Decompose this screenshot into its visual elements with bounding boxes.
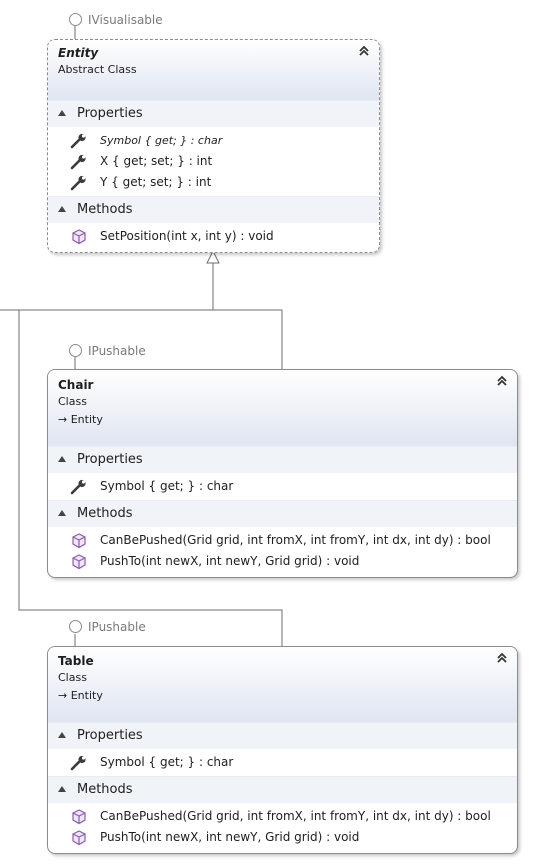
method-item[interactable]: CanBePushed(Grid grid, int fromX, int fr… [48, 806, 517, 827]
wrench-icon [70, 133, 86, 149]
triangle-expander-icon [58, 206, 66, 212]
property-item[interactable]: Y { get; set; } : int [48, 172, 379, 193]
method-text: PushTo(int newX, int newY, Grid grid) : … [100, 554, 360, 568]
property-item[interactable]: Symbol { get; } : char [48, 130, 379, 151]
methods-list: SetPosition(int x, int y) : void [48, 223, 379, 250]
property-item[interactable]: Symbol { get; } : char [48, 752, 517, 773]
method-text: SetPosition(int x, int y) : void [100, 229, 274, 243]
section-label: Properties [77, 452, 143, 467]
class-header[interactable]: Entity Abstract Class [48, 40, 379, 100]
double-chevron-up-icon[interactable] [495, 374, 509, 388]
methods-list: CanBePushed(Grid grid, int fromX, int fr… [48, 803, 517, 851]
class-box-chair[interactable]: Chair Class → Entity Properties Symbol {… [47, 369, 518, 578]
cube-icon [72, 533, 86, 549]
base-class-label: → Entity [58, 413, 103, 426]
lollipop-icon [69, 13, 82, 26]
cube-icon [72, 554, 86, 570]
section-label: Methods [77, 782, 133, 797]
properties-list: Symbol { get; } : char X { get; set; } :… [48, 127, 379, 196]
property-text: X { get; set; } : int [100, 154, 213, 168]
class-kind: Class [58, 395, 87, 408]
chair-inheritance-line [212, 262, 283, 369]
wrench-icon [70, 479, 86, 495]
class-box-table[interactable]: Table Class → Entity Properties Symbol {… [47, 646, 518, 854]
interface-label: IVisualisable [88, 13, 163, 27]
property-item[interactable]: X { get; set; } : int [48, 151, 379, 172]
method-text: PushTo(int newX, int newY, Grid grid) : … [100, 830, 360, 844]
triangle-expander-icon [58, 786, 66, 792]
section-label: Methods [77, 202, 133, 217]
lollipop-icon [69, 620, 82, 633]
property-text: Symbol { get; } : char [100, 479, 234, 493]
wrench-icon [70, 154, 86, 170]
class-header[interactable]: Table Class → Entity [48, 647, 517, 722]
interface-label: IPushable [88, 620, 146, 634]
section-label: Properties [77, 106, 143, 121]
property-text: Symbol { get; } : char [100, 755, 234, 769]
method-text: CanBePushed(Grid grid, int fromX, int fr… [100, 533, 491, 547]
double-chevron-up-icon[interactable] [357, 44, 371, 58]
properties-section-toggle[interactable]: Properties [48, 100, 379, 127]
cube-icon [72, 830, 86, 846]
class-name: Table [58, 654, 94, 668]
methods-list: CanBePushed(Grid grid, int fromX, int fr… [48, 527, 517, 575]
properties-list: Symbol { get; } : char [48, 473, 517, 500]
method-item[interactable]: PushTo(int newX, int newY, Grid grid) : … [48, 551, 517, 572]
methods-section-toggle[interactable]: Methods [48, 196, 379, 223]
triangle-expander-icon [58, 510, 66, 516]
triangle-expander-icon [58, 456, 66, 462]
cube-icon [72, 229, 86, 245]
class-name: Entity [58, 46, 99, 60]
wrench-icon [70, 175, 86, 191]
method-text: CanBePushed(Grid grid, int fromX, int fr… [100, 809, 491, 823]
double-chevron-up-icon[interactable] [495, 651, 509, 665]
method-item[interactable]: PushTo(int newX, int newY, Grid grid) : … [48, 827, 517, 848]
section-label: Properties [77, 728, 143, 743]
class-kind: Class [58, 671, 87, 684]
method-item[interactable]: SetPosition(int x, int y) : void [48, 226, 379, 247]
methods-section-toggle[interactable]: Methods [48, 776, 517, 803]
properties-section-toggle[interactable]: Properties [48, 446, 517, 473]
inheritance-arrowhead [206, 249, 220, 264]
class-header[interactable]: Chair Class → Entity [48, 370, 517, 446]
lollipop-icon [69, 344, 82, 357]
property-text: Y { get; set; } : int [100, 175, 212, 189]
wrench-icon [70, 755, 86, 771]
methods-section-toggle[interactable]: Methods [48, 500, 517, 527]
property-text: Symbol { get; } : char [100, 134, 223, 147]
class-kind: Abstract Class [58, 63, 137, 76]
triangle-expander-icon [58, 110, 66, 116]
properties-list: Symbol { get; } : char [48, 749, 517, 776]
base-class-label: → Entity [58, 689, 103, 702]
class-box-entity[interactable]: Entity Abstract Class Properties Symbol … [47, 39, 380, 253]
section-label: Methods [77, 506, 133, 521]
property-item[interactable]: Symbol { get; } : char [48, 476, 517, 497]
class-name: Chair [58, 378, 94, 392]
method-item[interactable]: CanBePushed(Grid grid, int fromX, int fr… [48, 530, 517, 551]
properties-section-toggle[interactable]: Properties [48, 722, 517, 749]
interface-label: IPushable [88, 344, 146, 358]
triangle-expander-icon [58, 732, 66, 738]
cube-icon [72, 809, 86, 825]
